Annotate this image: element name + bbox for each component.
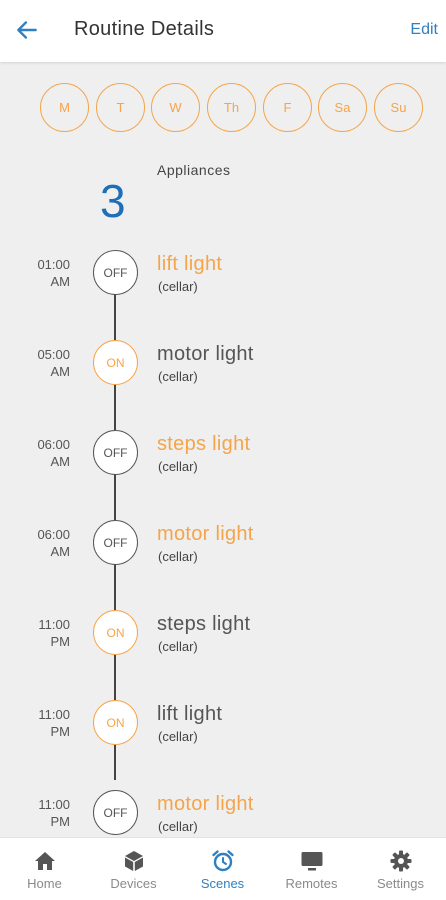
appliances-label: Appliances	[157, 162, 231, 178]
appliance-location: (cellar)	[158, 369, 198, 384]
day-thursday[interactable]: Th	[207, 83, 256, 132]
page-title: Routine Details	[74, 18, 215, 40]
power-toggle[interactable]: ON	[93, 700, 138, 745]
day-monday[interactable]: M	[40, 83, 89, 132]
day-friday[interactable]: F	[263, 83, 312, 132]
appliance-name: steps light	[157, 433, 251, 455]
edit-button[interactable]: Edit	[410, 21, 438, 38]
appliance-location: (cellar)	[158, 279, 198, 294]
appliance-location: (cellar)	[158, 819, 198, 834]
tab-label: Settings	[377, 876, 424, 891]
tab-scenes[interactable]: Scenes	[178, 838, 267, 900]
appliance-name: motor light	[157, 523, 254, 545]
day-tuesday[interactable]: T	[96, 83, 145, 132]
day-wednesday[interactable]: W	[151, 83, 200, 132]
tab-remotes[interactable]: Remotes	[267, 838, 356, 900]
alarm-clock-icon	[212, 850, 234, 872]
appliance-location: (cellar)	[158, 549, 198, 564]
tab-devices[interactable]: Devices	[89, 838, 178, 900]
gear-icon	[390, 850, 412, 872]
home-icon	[35, 852, 55, 870]
tab-home[interactable]: Home	[0, 838, 89, 900]
power-toggle[interactable]: OFF	[93, 430, 138, 475]
day-saturday[interactable]: Sa	[318, 83, 367, 132]
appliances-count: 3	[100, 175, 126, 227]
monitor-icon	[301, 852, 323, 871]
appliance-name: steps light	[157, 613, 251, 635]
power-toggle[interactable]: OFF	[93, 790, 138, 835]
appliance-name: motor light	[157, 793, 254, 815]
back-arrow-icon[interactable]	[14, 17, 40, 43]
power-toggle[interactable]: ON	[93, 610, 138, 655]
power-toggle[interactable]: ON	[93, 340, 138, 385]
appliance-location: (cellar)	[158, 639, 198, 654]
appliance-location: (cellar)	[158, 729, 198, 744]
power-toggle[interactable]: OFF	[93, 520, 138, 565]
appliance-name: lift light	[157, 253, 223, 275]
appliance-name: lift light	[157, 703, 223, 725]
tab-label: Scenes	[200, 876, 245, 891]
tab-label: Devices	[110, 876, 157, 891]
appliance-location: (cellar)	[158, 459, 198, 474]
bottom-tab-bar: Home Devices Scenes Remotes	[0, 837, 446, 900]
app-header: Routine Details Edit	[0, 0, 446, 62]
day-sunday[interactable]: Su	[374, 83, 423, 132]
tab-label: Home	[27, 876, 62, 891]
tab-settings[interactable]: Settings	[356, 838, 445, 900]
appliance-name: motor light	[157, 343, 254, 365]
power-toggle[interactable]: OFF	[93, 250, 138, 295]
cube-icon	[125, 851, 143, 871]
tab-label: Remotes	[285, 876, 338, 891]
day-selector: M T W Th F Sa Su	[40, 83, 430, 133]
